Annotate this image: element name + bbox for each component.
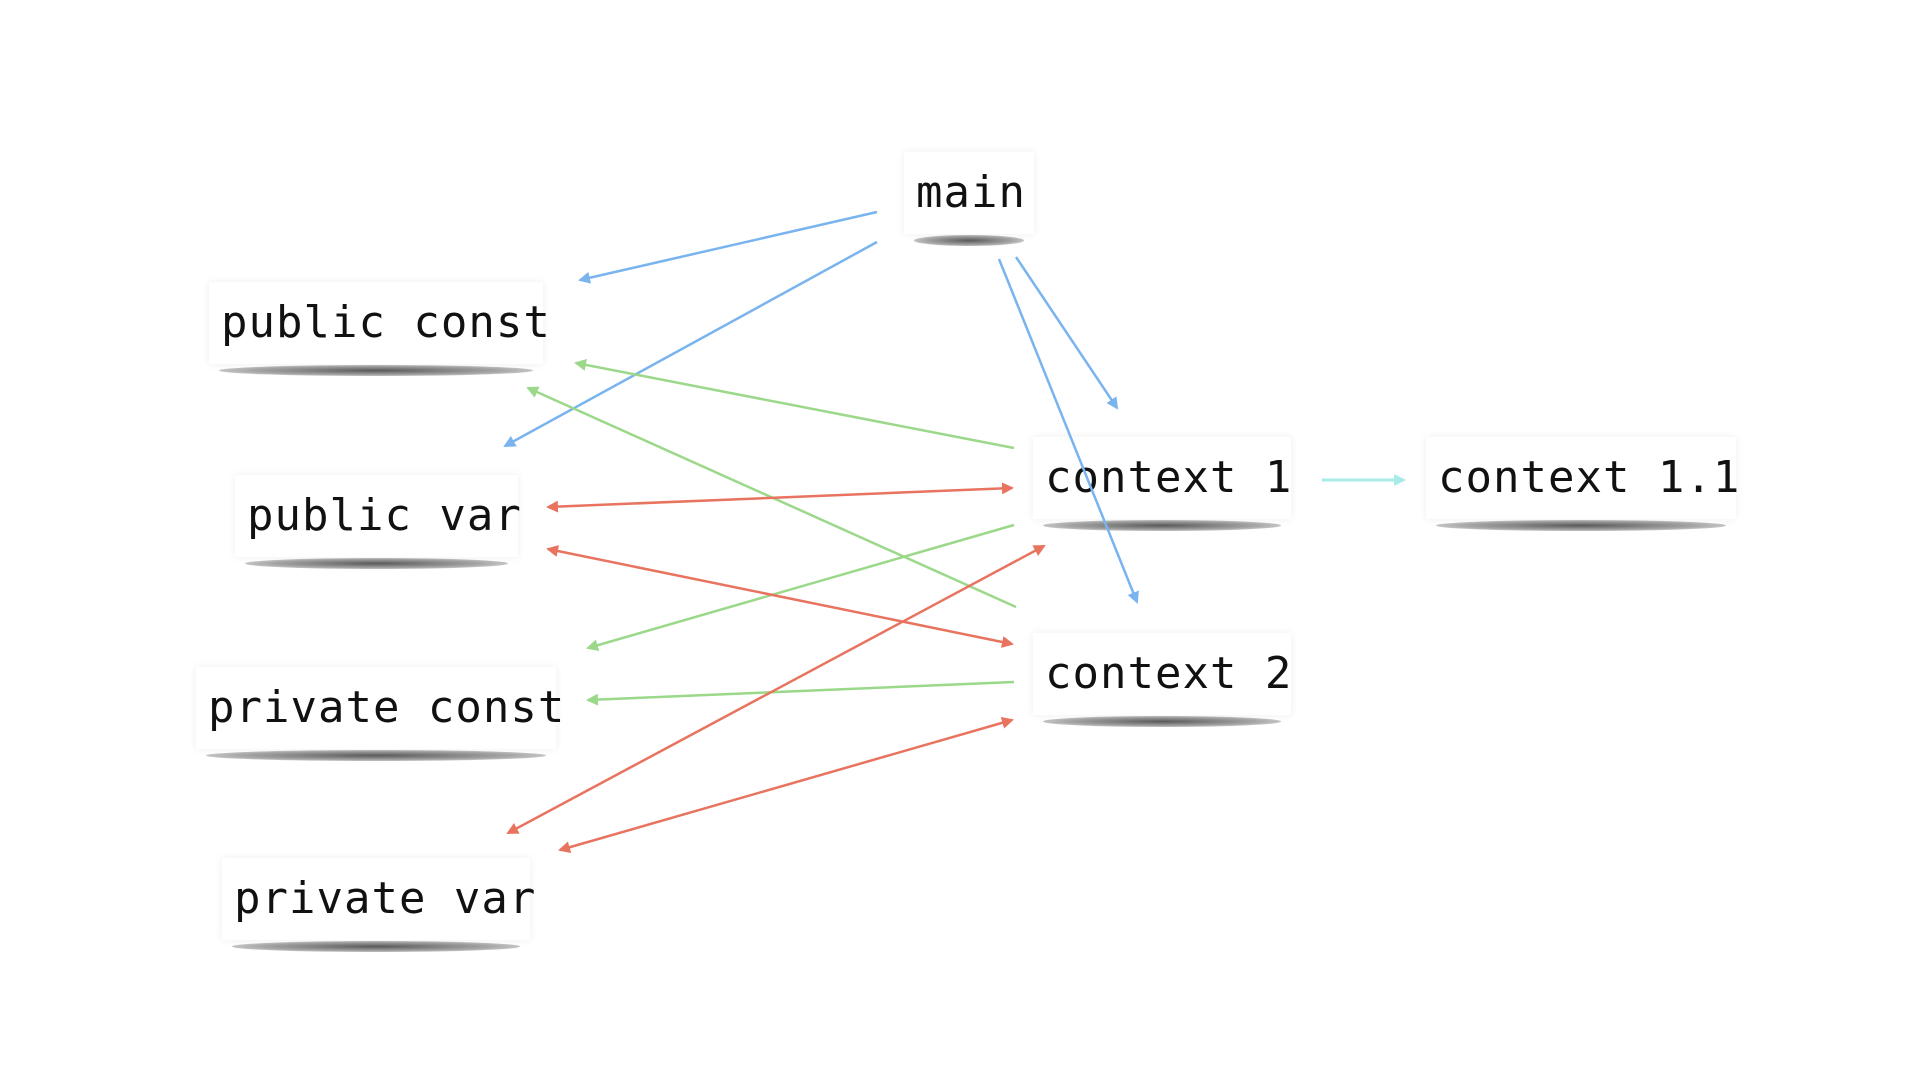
edge-main-to-context-1 (1014, 256, 1119, 410)
node-main-shadow (914, 235, 1024, 246)
node-private-const-label: private const (208, 682, 566, 733)
node-private-const[interactable]: private const (196, 667, 564, 761)
node-context-1-shadow (1043, 520, 1281, 531)
edge-context-1-to-private-const (586, 523, 1015, 651)
node-private-const-shadow (206, 750, 546, 761)
node-context-1[interactable]: context 1 (1033, 437, 1293, 531)
edge-context-2-to-private-const (586, 680, 1015, 706)
node-main-label: main (916, 167, 1026, 218)
edge-public-var-context-2 (546, 545, 1014, 648)
node-public-const[interactable]: public const (209, 282, 550, 376)
node-private-var[interactable]: private var (222, 858, 535, 952)
edge-main-to-public-const (578, 210, 878, 284)
node-context-1-1[interactable]: context 1.1 (1426, 437, 1739, 531)
node-public-var-label: public var (247, 490, 522, 541)
node-private-var-label: private var (234, 873, 537, 924)
node-context-2-shadow (1043, 716, 1281, 727)
edge-private-var-context-2 (558, 716, 1014, 854)
node-public-const-shadow (219, 365, 533, 376)
edge-public-var-context-1 (546, 482, 1014, 513)
node-private-var-shadow (232, 941, 520, 952)
node-public-var-shadow (245, 558, 508, 569)
node-context-1-label: context 1 (1045, 452, 1293, 503)
node-main[interactable]: main (904, 152, 1034, 246)
edge-private-var-context-1 (506, 544, 1046, 835)
node-context-2[interactable]: context 2 (1033, 633, 1293, 727)
node-public-const-label: public const (221, 297, 551, 348)
node-context-1-1-shadow (1436, 520, 1726, 531)
edge-context-1-to-public-const (574, 359, 1015, 450)
node-public-var[interactable]: public var (235, 475, 521, 569)
node-context-2-label: context 2 (1045, 648, 1293, 699)
node-context-1-1-label: context 1.1 (1438, 452, 1741, 503)
edge-main-to-public-var (503, 240, 878, 448)
